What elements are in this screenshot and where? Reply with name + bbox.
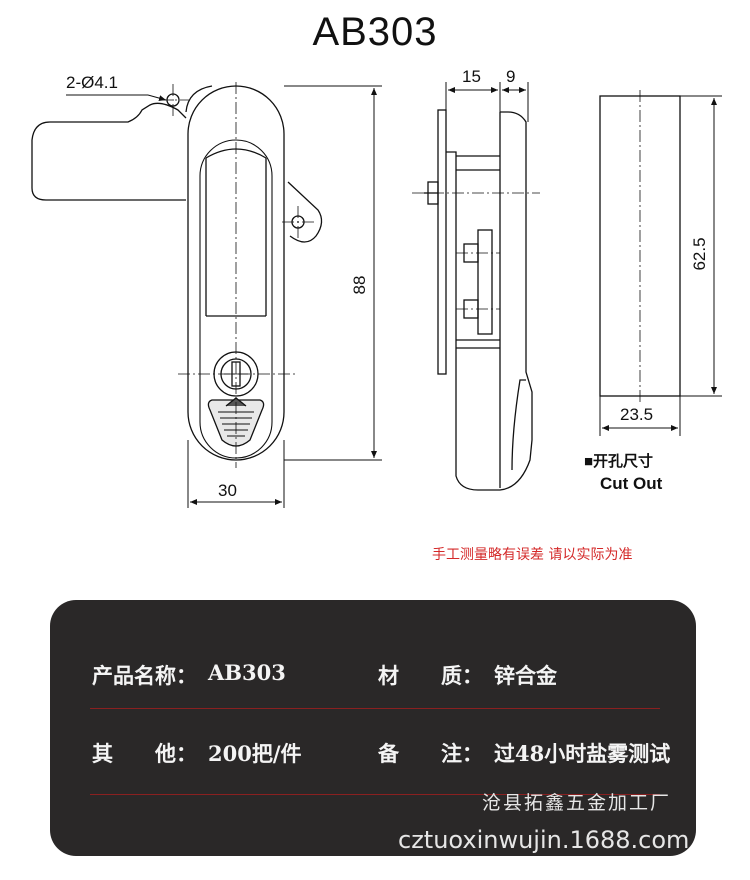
cutout-width-label: 23.5 [620,405,653,424]
spec-label-name: 产品名称： [92,663,197,688]
spec-label-material: 材 质： [378,663,483,688]
spec-row-2: 其 他： 200把/件 备 注： 过48小时盐雾测试 [92,738,676,774]
spec-label-remark: 备 注： [378,741,483,766]
cutout-label-zh: ■开孔尺寸 [584,452,653,470]
front-view [31,85,323,461]
measurement-note: 手工测量略有误差 请以实际为准 [432,547,633,563]
side-depth-2-label: 9 [506,67,515,86]
technical-drawing: 2-Ø4.1 30 88 15 9 [31,67,722,508]
spec-divider-2 [90,794,660,795]
side-view [424,109,533,491]
spec-card: 产品名称： AB303 材 质： 锌合金 其 他： 200把/件 备 注： 过4… [50,600,696,856]
cutout-label-en: Cut Out [600,474,663,493]
spec-value-other: 200把/件 [208,741,302,766]
spec-divider-1 [90,708,660,709]
spec-row-1: 产品名称： AB303 材 质： 锌合金 [92,660,676,696]
spec-value-material: 锌合金 [494,663,557,688]
watermark-company: 沧县拓鑫五金加工厂 [482,792,672,814]
height-dimension-label: 88 [350,276,369,295]
hole-dimension-label: 2-Ø4.1 [66,73,118,92]
watermark-url: cztuoxinwujin.1688.com [398,826,690,854]
side-depth-1-label: 15 [462,67,481,86]
spec-value-name: AB303 [208,660,286,685]
width-dimension-label: 30 [218,481,237,500]
product-title: AB303 [312,10,438,54]
spec-value-remark: 过48小时盐雾测试 [494,741,671,766]
spec-label-other: 其 他： [92,741,197,766]
cutout-height-label: 62.5 [690,237,709,270]
